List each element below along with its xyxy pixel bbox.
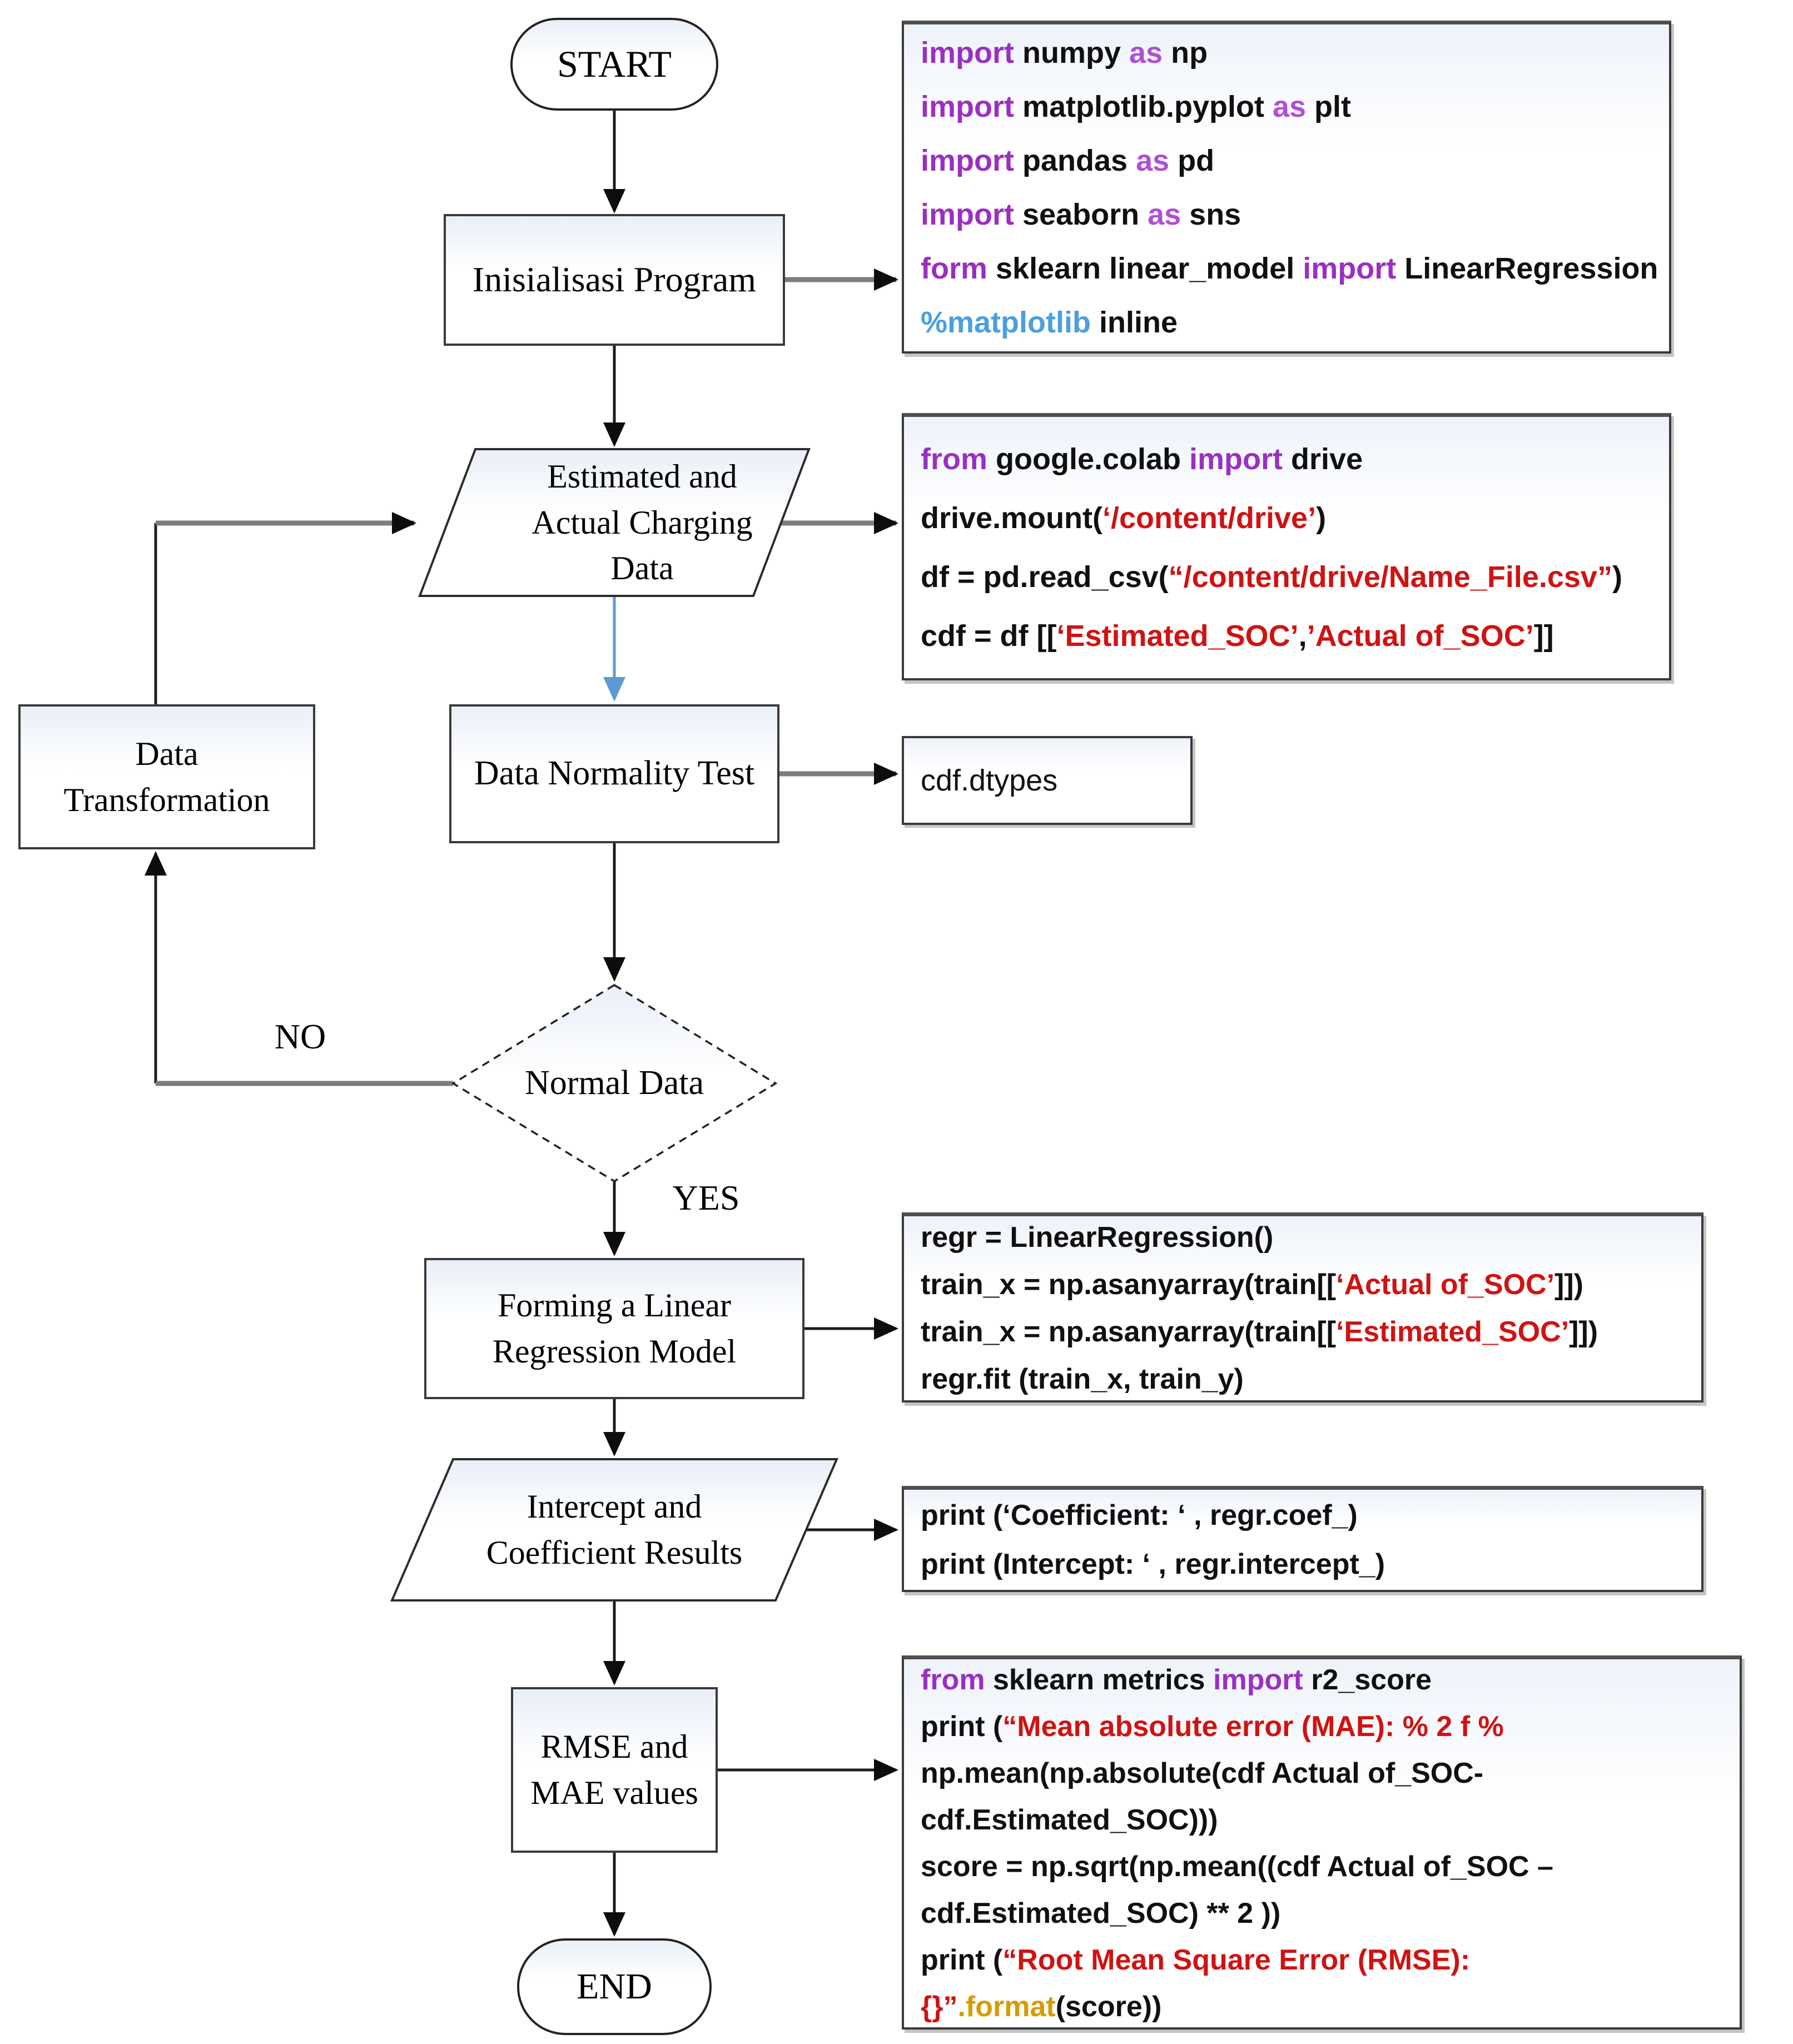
- end-label: END: [577, 1966, 652, 2007]
- code-line: import matplotlib.pyplot as plt: [921, 90, 1352, 123]
- normal-data-label: Normal Data: [525, 1064, 704, 1102]
- forming-process-shape: [424, 1258, 804, 1399]
- no-branch-label: NO: [274, 1016, 326, 1056]
- code-line: import numpy as np: [921, 36, 1208, 69]
- code-line: cdf.Estimated_SOC))): [921, 1804, 1218, 1836]
- code-line: train_x = np.asanyarray(train[[‘Estimate…: [921, 1315, 1598, 1348]
- yes-branch-label: YES: [672, 1177, 740, 1217]
- estimated-data-label: Estimated and Actual Charging Data: [532, 457, 753, 587]
- end-terminator-shape: [517, 1938, 712, 2035]
- rmse-process-shape: [511, 1687, 718, 1853]
- code-line: from sklearn metrics import r2_score: [921, 1664, 1432, 1696]
- code-line: train_x = np.asanyarray(train[[‘Actual o…: [921, 1268, 1583, 1301]
- code-line: print (“Root Mean Square Error (RMSE):: [921, 1944, 1471, 1976]
- code-line: drive.mount(‘/content/drive’): [921, 501, 1327, 535]
- code-line: import pandas as pd: [921, 144, 1215, 177]
- code-line: from google.colab import drive: [921, 442, 1363, 476]
- code-line: cdf.dtypes: [921, 764, 1058, 797]
- estimated-data-parallelogram-shape: [418, 448, 811, 597]
- code-line: regr = LinearRegression(): [921, 1221, 1274, 1254]
- code-line: %matplotlib inline: [921, 306, 1178, 339]
- code-line: np.mean(np.absolute(cdf Actual of_SOC-: [921, 1757, 1484, 1789]
- code-box-cdf-dtypes: cdf.dtypes: [902, 736, 1193, 825]
- start-label: START: [557, 42, 672, 85]
- code-line: cdf = df [[‘Estimated_SOC’,’Actual of_SO…: [921, 619, 1554, 653]
- code-line: import seaborn as sns: [921, 198, 1241, 231]
- code-box-regression-model: regr = LinearRegression() train_x = np.a…: [902, 1212, 1703, 1403]
- data-normality-shape: [449, 704, 779, 843]
- normal-data-decision-shape: [451, 983, 778, 1183]
- code-line: regr.fit (train_x, train_y): [921, 1362, 1244, 1395]
- code-box-drive-mount: from google.colab import drive drive.mou…: [902, 413, 1671, 680]
- code-line: print (Intercept: ‘ , regr.intercept_): [921, 1548, 1385, 1580]
- data-normality-label: Data Normality Test: [474, 754, 755, 793]
- forming-label: Forming a Linear Regression Model: [492, 1287, 737, 1370]
- code-line: print (“Mean absolute error (MAE): % 2 f…: [921, 1710, 1504, 1743]
- code-box-imports: import numpy as np import matplotlib.pyp…: [902, 21, 1671, 354]
- init-process-shape: [444, 214, 785, 346]
- code-line: form sklearn linear_model import LinearR…: [921, 252, 1658, 285]
- init-label: Inisialisasi Program: [472, 260, 757, 300]
- rmse-label: RMSE and MAE values: [530, 1728, 698, 1811]
- code-line: score = np.sqrt(np.mean((cdf Actual of_S…: [921, 1851, 1553, 1883]
- start-terminator-shape: [510, 18, 718, 111]
- data-transformation-label: Data Transformation: [63, 735, 270, 818]
- code-box-mae-rmse: from sklearn metrics import r2_score pri…: [902, 1655, 1742, 2030]
- code-line: df = pd.read_csv(“/content/drive/Name_Fi…: [921, 560, 1622, 594]
- code-line: cdf.Estimated_SOC) ** 2 )): [921, 1897, 1281, 1929]
- intercept-results-label: Intercept and Coefficient Results: [486, 1488, 743, 1571]
- code-line: print (‘Coefficient: ‘ , regr.coef_): [921, 1499, 1358, 1531]
- code-line: {}”.format(score)): [921, 1991, 1162, 2023]
- data-transformation-shape: [18, 704, 315, 849]
- intercept-results-parallelogram-shape: [390, 1458, 839, 1602]
- code-box-print-coefficient: print (‘Coefficient: ‘ , regr.coef_) pri…: [902, 1486, 1703, 1592]
